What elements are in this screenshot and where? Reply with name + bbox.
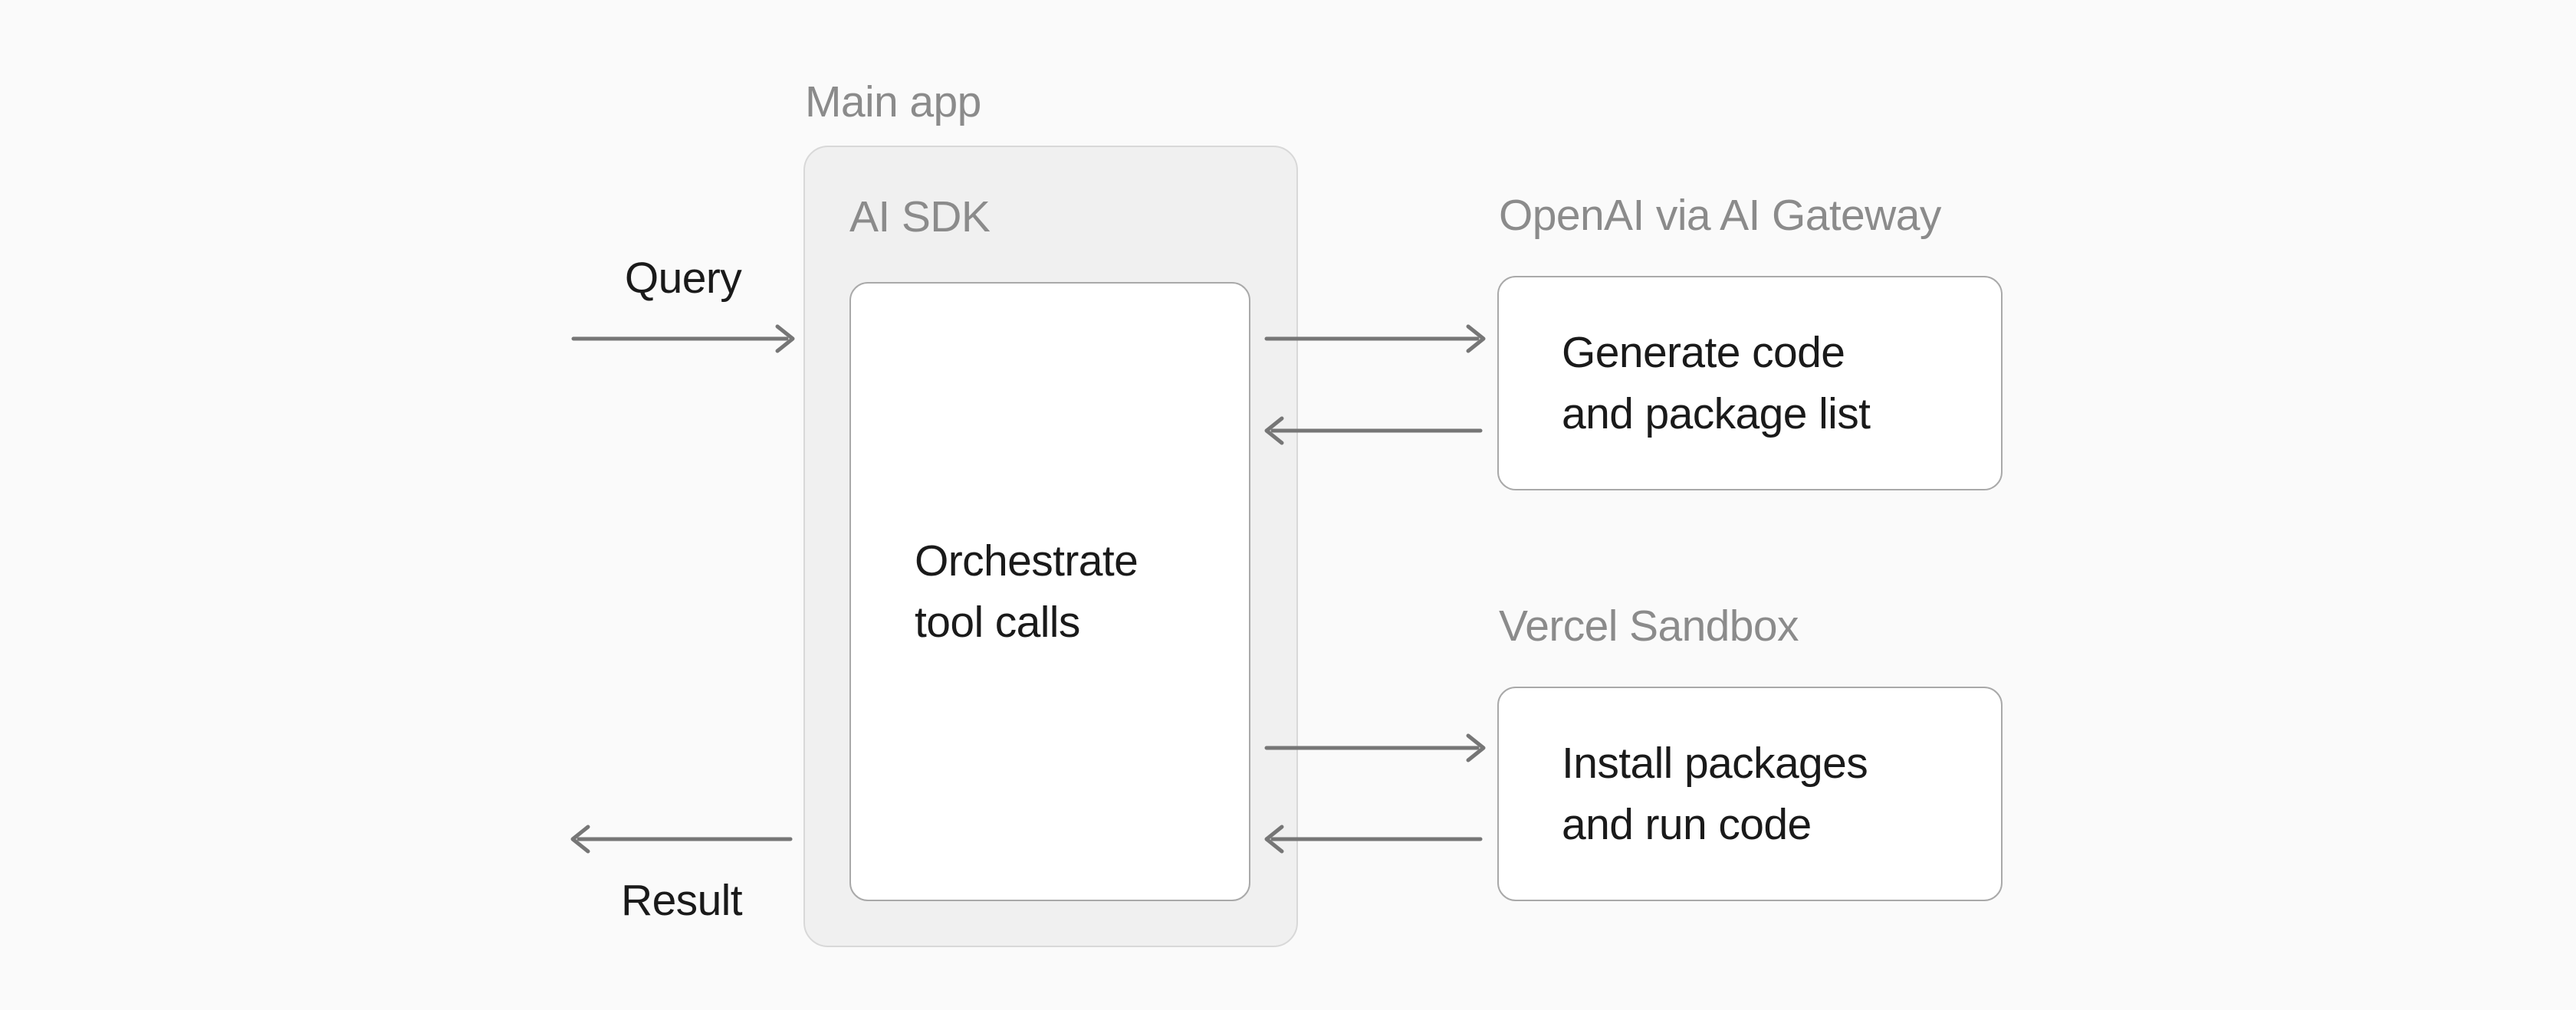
query-label: Query [624,254,742,303]
install-packages-box: Install packages and run code [1497,687,2003,901]
install-packages-text: Install packages and run code [1562,733,1868,855]
openai-gateway-label: OpenAI via AI Gateway [1499,191,1941,240]
generate-code-box: Generate code and package list [1497,276,2003,490]
install-packages-line-1: Install packages [1562,739,1868,788]
orchestrate-line-1: Orchestrate [915,536,1138,585]
main-app-label: Main app [805,77,981,126]
sdk-to-sandbox-arrow [1264,733,1486,762]
generate-code-line-2: and package list [1562,389,1871,438]
install-packages-line-2: and run code [1562,800,1812,849]
sdk-to-openai-arrow [1264,324,1486,353]
result-label: Result [621,876,743,925]
ai-sdk-label: AI SDK [849,192,991,241]
vercel-sandbox-label: Vercel Sandbox [1499,602,1799,651]
generate-code-line-1: Generate code [1562,328,1845,377]
query-arrow [571,324,795,353]
orchestrate-line-2: tool calls [915,598,1080,647]
openai-to-sdk-arrow [1264,416,1483,445]
orchestrate-text: Orchestrate tool calls [915,530,1138,653]
orchestrate-box: Orchestrate tool calls [849,282,1250,901]
sandbox-to-sdk-arrow [1264,825,1483,854]
result-arrow [570,825,793,854]
generate-code-text: Generate code and package list [1562,322,1871,444]
